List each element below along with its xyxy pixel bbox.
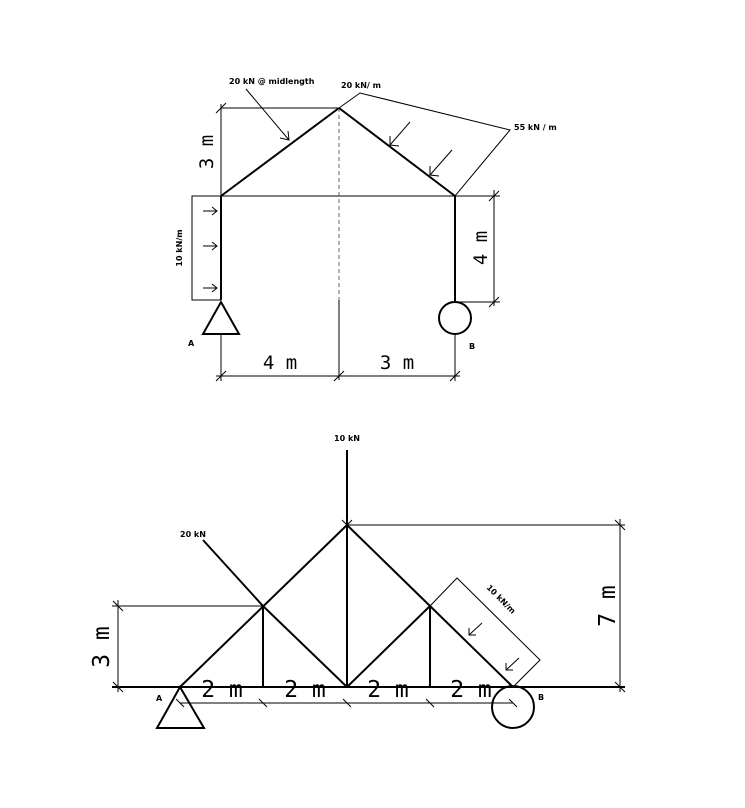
truss-support-b-roller	[491, 685, 535, 729]
frame-dimension-height-top	[215, 102, 339, 196]
truss-dimension-panel-label: 2 m	[201, 677, 243, 703]
frame-diagram: 20 kN @ midlength 20 kN/ m 55 kN / m	[175, 77, 557, 382]
truss-inclined-distributed-load	[429, 577, 541, 688]
truss-members	[112, 450, 625, 688]
truss-dimension-panels	[175, 698, 518, 708]
truss-diagram: 10 kN 20 kN 10 kN/m 3 m	[89, 434, 626, 729]
frame-distributed-load	[338, 92, 511, 197]
truss-dimension-height-left-label: 3 m	[89, 626, 115, 668]
frame-support-a-label: A	[188, 339, 195, 348]
truss-load-top-label: 10 kN	[334, 434, 360, 443]
truss-dimension-height-right-label: 7 m	[595, 585, 621, 627]
frame-udl-arrow	[429, 149, 453, 177]
frame-udl-start-label: 20 kN/ m	[341, 81, 381, 90]
frame-dimension-span-left-label: 4 m	[263, 352, 297, 374]
truss-inclined-load-arrow	[505, 657, 520, 671]
frame-support-a-pin	[201, 299, 241, 335]
truss-inclined-load-label: 10 kN/m	[485, 583, 518, 616]
frame-left-load-arrow	[203, 206, 218, 216]
truss-dimension-height-right	[347, 519, 626, 693]
truss-point-load-left	[202, 539, 269, 612]
frame-dimension-span	[215, 334, 461, 382]
frame-left-load-arrow	[203, 241, 218, 251]
truss-support-a-label: A	[156, 694, 163, 703]
frame-dimension-height-top-label: 3 m	[196, 135, 218, 169]
truss-dimension-panel-label: 2 m	[450, 677, 492, 703]
frame-support-b-label: B	[469, 342, 475, 351]
truss-dimension-panel-label: 2 m	[284, 677, 326, 703]
frame-udl-arrow	[389, 121, 411, 147]
truss-support-b-label: B	[538, 693, 544, 702]
frame-support-b-roller	[438, 301, 472, 335]
truss-dimension-panel-label: 2 m	[367, 677, 409, 703]
frame-left-distributed-load	[191, 195, 221, 301]
truss-dimension-height-left	[112, 600, 263, 693]
frame-udl-end-label: 55 kN / m	[514, 123, 557, 132]
frame-dimension-height-right	[455, 190, 500, 308]
frame-point-load	[245, 88, 290, 141]
frame-left-load-arrow	[203, 283, 218, 293]
frame-point-load-label: 20 kN @ midlength	[229, 77, 315, 86]
truss-inclined-load-arrow	[468, 622, 483, 636]
truss-load-left-label: 20 kN	[180, 530, 206, 539]
frame-left-load-label: 10 kN/m	[175, 229, 184, 266]
frame-dimension-span-right-label: 3 m	[380, 352, 414, 374]
truss-support-a-pin	[155, 684, 206, 729]
frame-dimension-height-right-label: 4 m	[470, 231, 492, 265]
frame-members	[220, 107, 456, 302]
